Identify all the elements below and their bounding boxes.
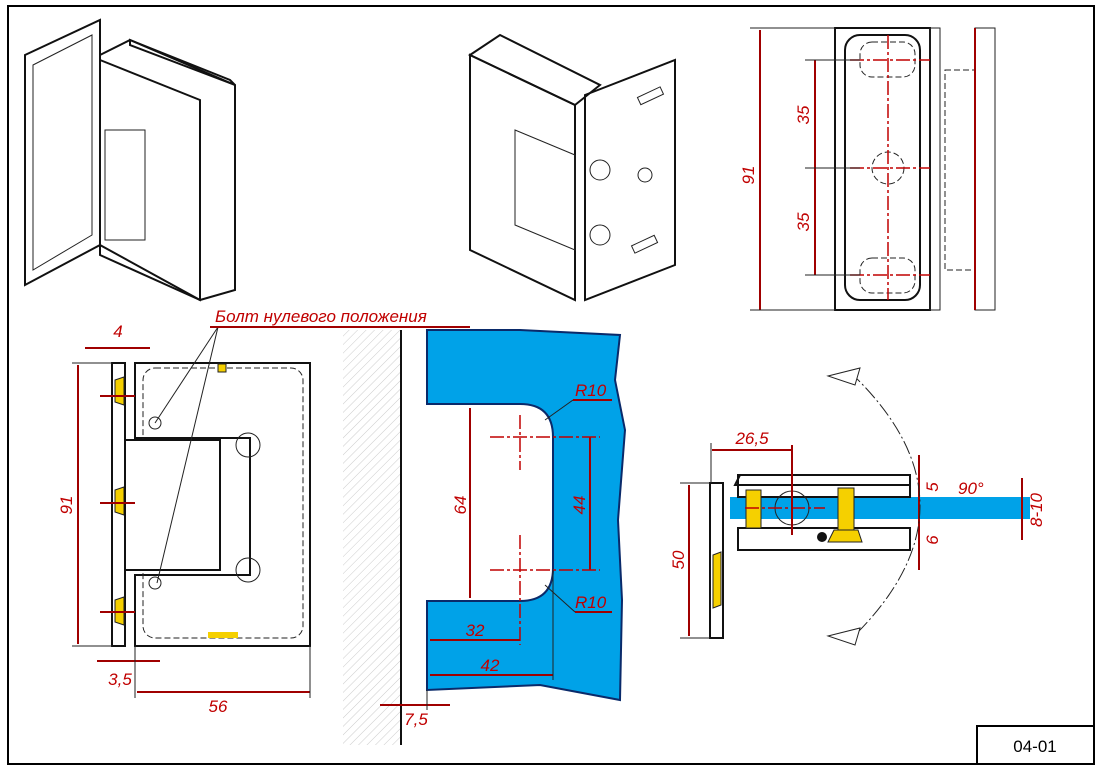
front-spacing-bottom-dim: 35 (794, 212, 813, 231)
glass-cutout-view (343, 329, 627, 745)
isometric-view-left (24, 18, 236, 302)
front-height-dim: 91 (739, 166, 758, 185)
zero-position-bolt-label: Болт нулевого положения (215, 307, 427, 326)
top-view-height-dim: 50 (669, 550, 688, 569)
radius-top-dim: R10 (575, 381, 607, 400)
title-block (976, 725, 1095, 765)
side-depth-dim: 56 (209, 697, 228, 716)
bottom-thickness-dim: 6 (923, 535, 942, 545)
cutout-height-dim: 64 (451, 496, 470, 515)
axis-offset-dim: 26,5 (734, 429, 769, 448)
rotation-angle-dim: 90° (958, 479, 984, 498)
depth-inner-dim: 32 (466, 621, 485, 640)
depth-outer-dim: 42 (481, 656, 500, 675)
top-thickness-dim: 5 (923, 482, 942, 492)
side-view (72, 326, 470, 698)
glass-thickness-dim: 8-10 (1027, 492, 1046, 527)
side-height-dim: 91 (57, 496, 76, 515)
front-view (750, 27, 996, 311)
drawing-frame (7, 5, 1095, 765)
isometric-view-right (467, 33, 676, 302)
cutout-inner-dim: 44 (570, 496, 589, 515)
side-width-top-dim: 4 (113, 322, 122, 341)
side-width-bottom-dim: 3,5 (108, 670, 132, 689)
top-view (680, 367, 1030, 646)
radius-bottom-dim: R10 (575, 593, 607, 612)
offset-dim: 7,5 (404, 710, 428, 729)
front-spacing-top-dim: 35 (794, 105, 813, 124)
sheet-code: 04-01 (1013, 737, 1056, 756)
